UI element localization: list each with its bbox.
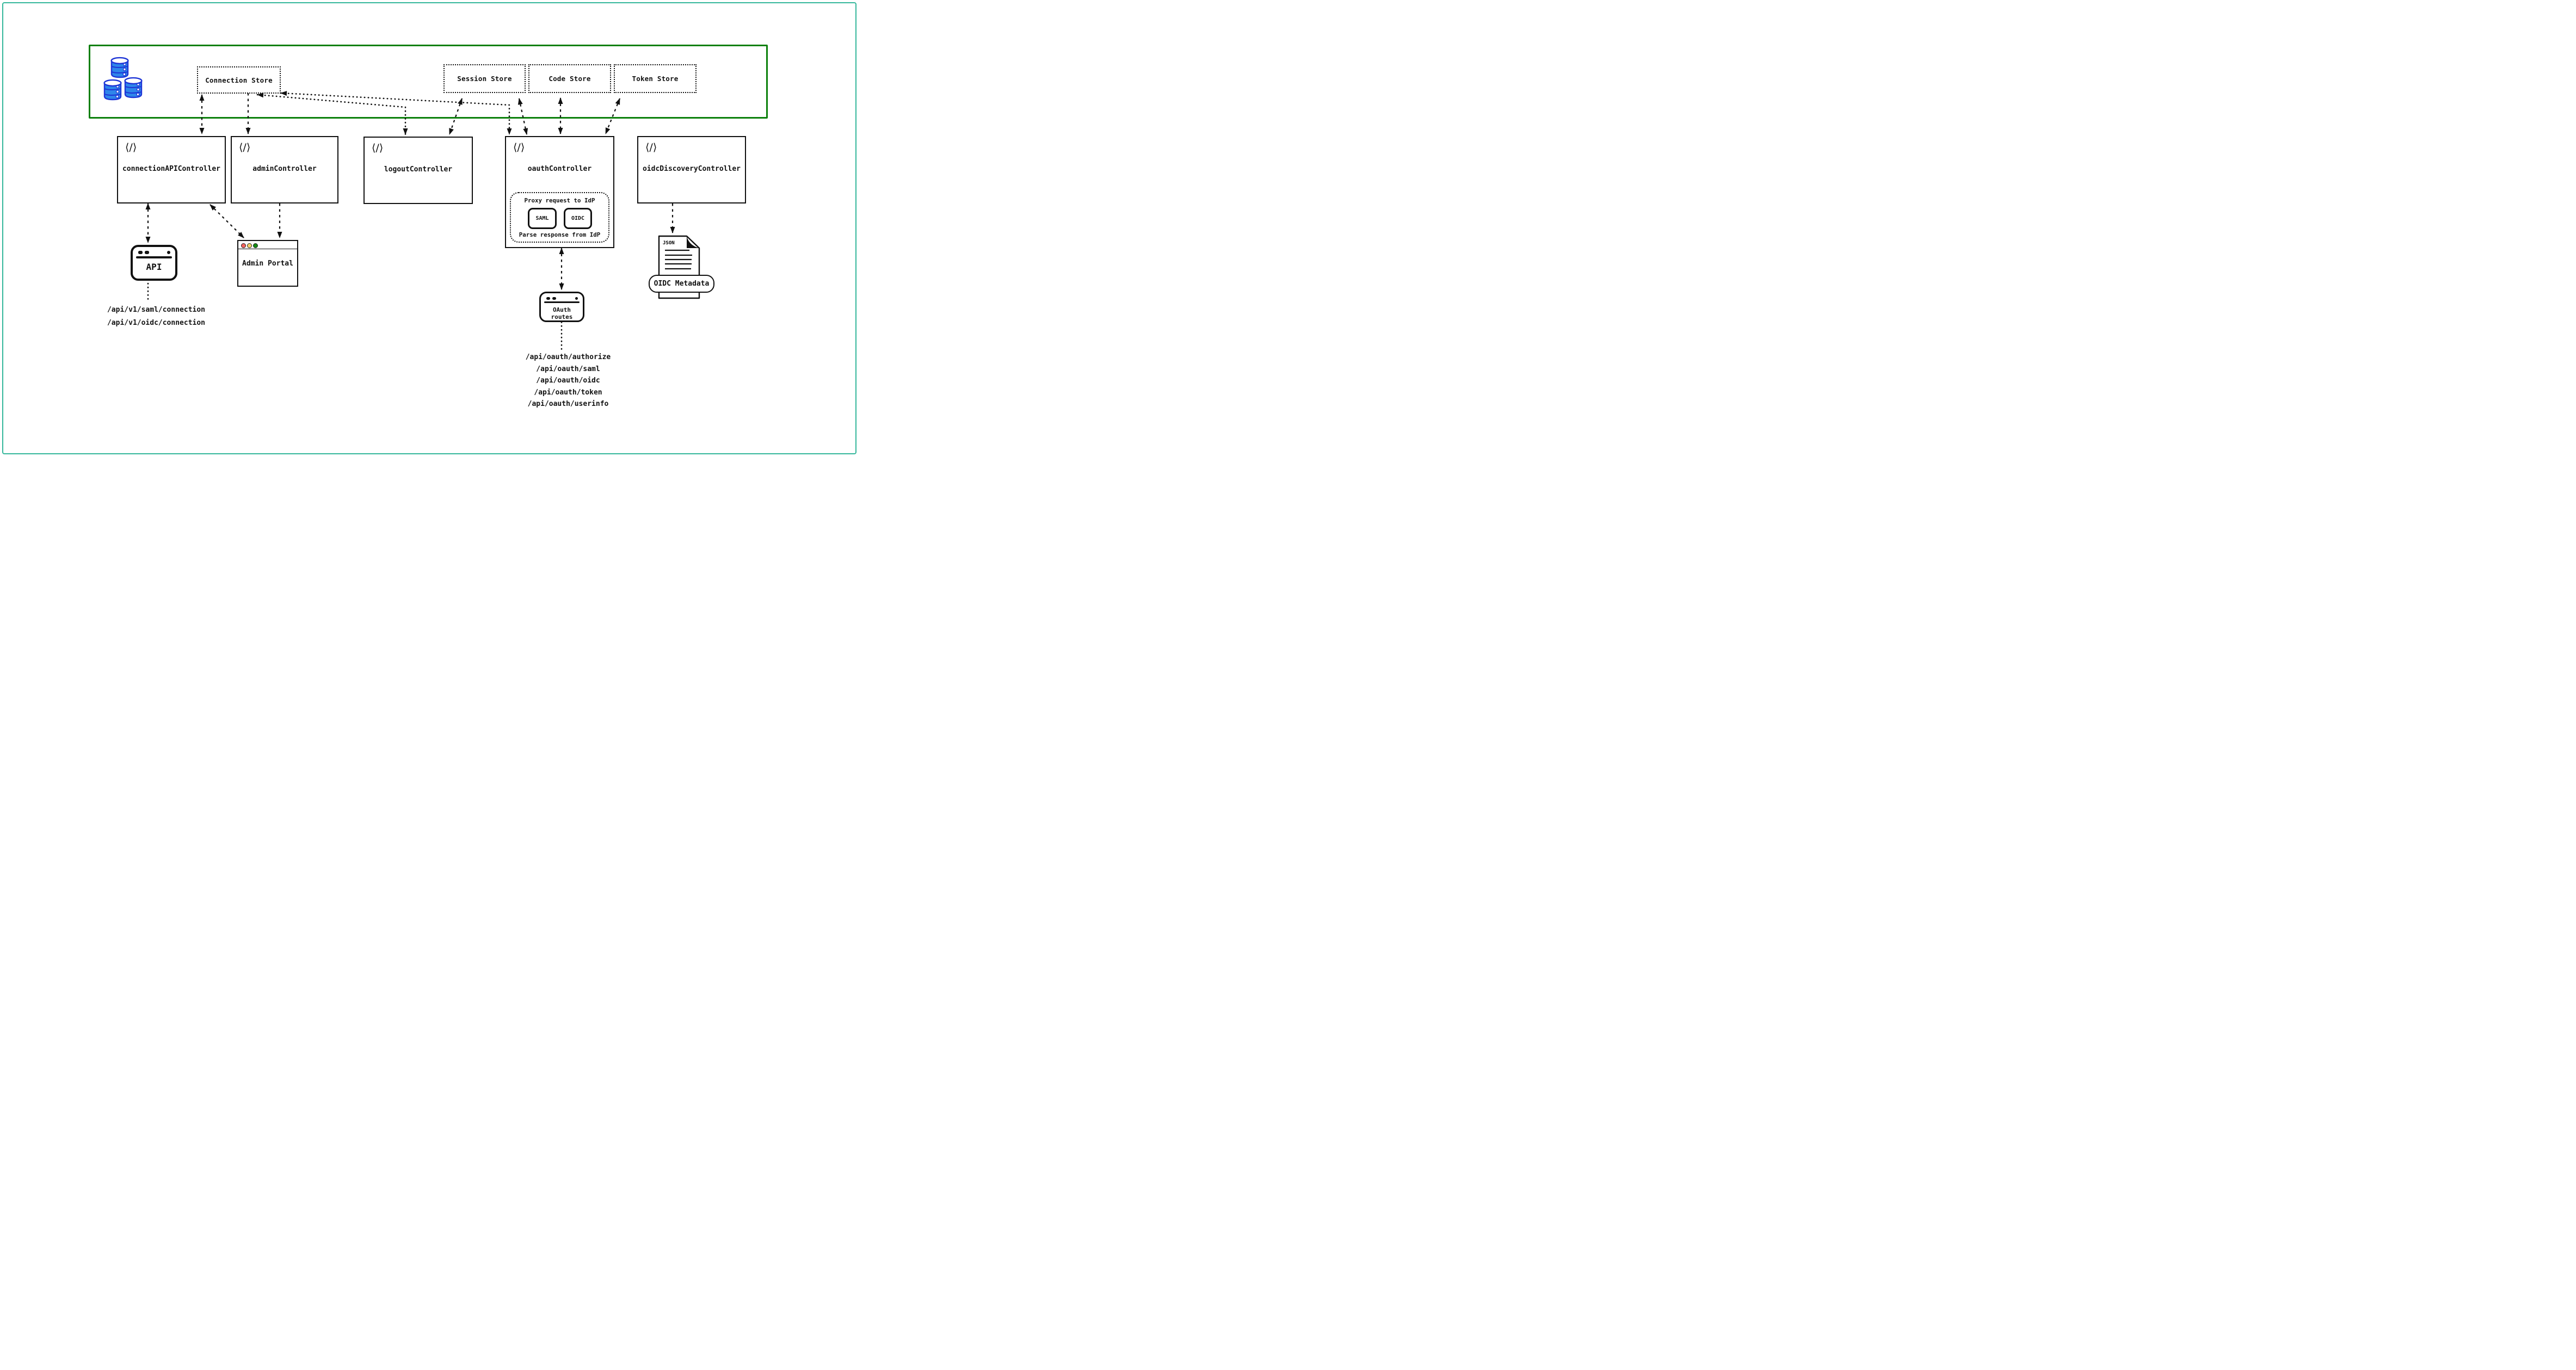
saml-label: SAML <box>535 215 549 221</box>
dog-ear-icon <box>687 236 699 248</box>
code-icon: ⟨/⟩ <box>513 141 525 153</box>
maximize-icon <box>253 243 258 248</box>
connection-store-box: Connection Store <box>197 66 281 94</box>
logout-controller-label: logoutController <box>384 165 453 174</box>
api-window-header <box>137 250 171 255</box>
api-window-icon: API <box>131 245 177 281</box>
oidc-discovery-controller-box: ⟨/⟩ oidcDiscoveryController <box>637 136 746 203</box>
connection-store-label: Connection Store <box>205 76 273 84</box>
endpoint-path: /api/oauth/token <box>534 388 602 397</box>
json-file-type-label: JSON <box>663 240 675 246</box>
admin-portal-titlebar <box>238 241 297 249</box>
code-icon: ⟨/⟩ <box>239 141 251 153</box>
window-square-icon <box>546 297 550 300</box>
architecture-diagram: Connection Store Session Store Code Stor… <box>0 0 859 456</box>
oauth-routes-header <box>545 297 579 301</box>
oauth-routes-window-icon: OAuth routes <box>539 292 584 322</box>
api-label: API <box>146 262 162 272</box>
oauth-routes-label: OAuth routes <box>551 306 573 320</box>
endpoint-path: /api/oauth/oidc <box>536 377 600 385</box>
connection-api-controller-box: ⟨/⟩ connectionAPIController <box>117 136 226 203</box>
window-dot-icon <box>167 251 170 254</box>
oidc-discovery-controller-label: oidcDiscoveryController <box>642 165 741 173</box>
session-store-box: Session Store <box>443 64 526 93</box>
parse-response-label: Parse response from IdP <box>519 231 601 238</box>
token-store-label: Token Store <box>632 75 679 83</box>
logout-controller-box: ⟨/⟩ logoutController <box>363 137 473 204</box>
code-store-label: Code Store <box>549 75 591 83</box>
oauth-controller-box: ⟨/⟩ oauthController Proxy request to IdP… <box>505 136 614 248</box>
code-icon: ⟨/⟩ <box>125 141 137 153</box>
admin-controller-box: ⟨/⟩ adminController <box>231 136 338 203</box>
code-icon: ⟨/⟩ <box>372 142 384 154</box>
endpoint-path: /api/v1/saml/connection <box>107 306 205 314</box>
session-store-label: Session Store <box>457 75 512 83</box>
window-square-icon <box>138 251 143 254</box>
arrow-connection-api-admin-portal <box>209 204 244 238</box>
connection-api-controller-label: connectionAPIController <box>122 165 220 173</box>
oauth-endpoints-list: /api/oauth/authorize /api/oauth/saml /ap… <box>514 351 623 410</box>
admin-portal-window: Admin Portal <box>237 240 298 287</box>
endpoint-path: /api/oauth/saml <box>536 365 600 373</box>
window-square-icon <box>552 297 556 300</box>
window-square-icon <box>145 251 149 254</box>
endpoint-path: /api/v1/oidc/connection <box>107 319 205 327</box>
connection-endpoints-list: /api/v1/saml/connection /api/v1/oidc/con… <box>104 305 208 330</box>
idp-proxy-group: Proxy request to IdP SAML OIDC Parse res… <box>510 192 609 243</box>
oidc-label: OIDC <box>571 215 585 221</box>
endpoint-path: /api/oauth/userinfo <box>527 400 609 409</box>
minimize-icon <box>246 243 252 248</box>
window-dot-icon <box>575 297 578 300</box>
close-icon <box>241 243 246 248</box>
oidc-box: OIDC <box>564 208 592 229</box>
admin-portal-label: Admin Portal <box>242 260 293 268</box>
admin-controller-label: adminController <box>252 165 317 173</box>
window-divider <box>136 256 172 258</box>
token-store-box: Token Store <box>614 64 697 93</box>
window-divider <box>544 301 580 303</box>
saml-box: SAML <box>528 208 557 229</box>
oidc-metadata-label: OIDC Metadata <box>654 280 710 288</box>
proxy-request-label: Proxy request to IdP <box>524 197 595 204</box>
code-icon: ⟨/⟩ <box>645 141 657 153</box>
code-store-box: Code Store <box>528 64 611 93</box>
endpoint-path: /api/oauth/authorize <box>525 353 611 361</box>
oauth-controller-label: oauthController <box>527 165 592 173</box>
oidc-metadata-pill: OIDC Metadata <box>649 275 714 293</box>
